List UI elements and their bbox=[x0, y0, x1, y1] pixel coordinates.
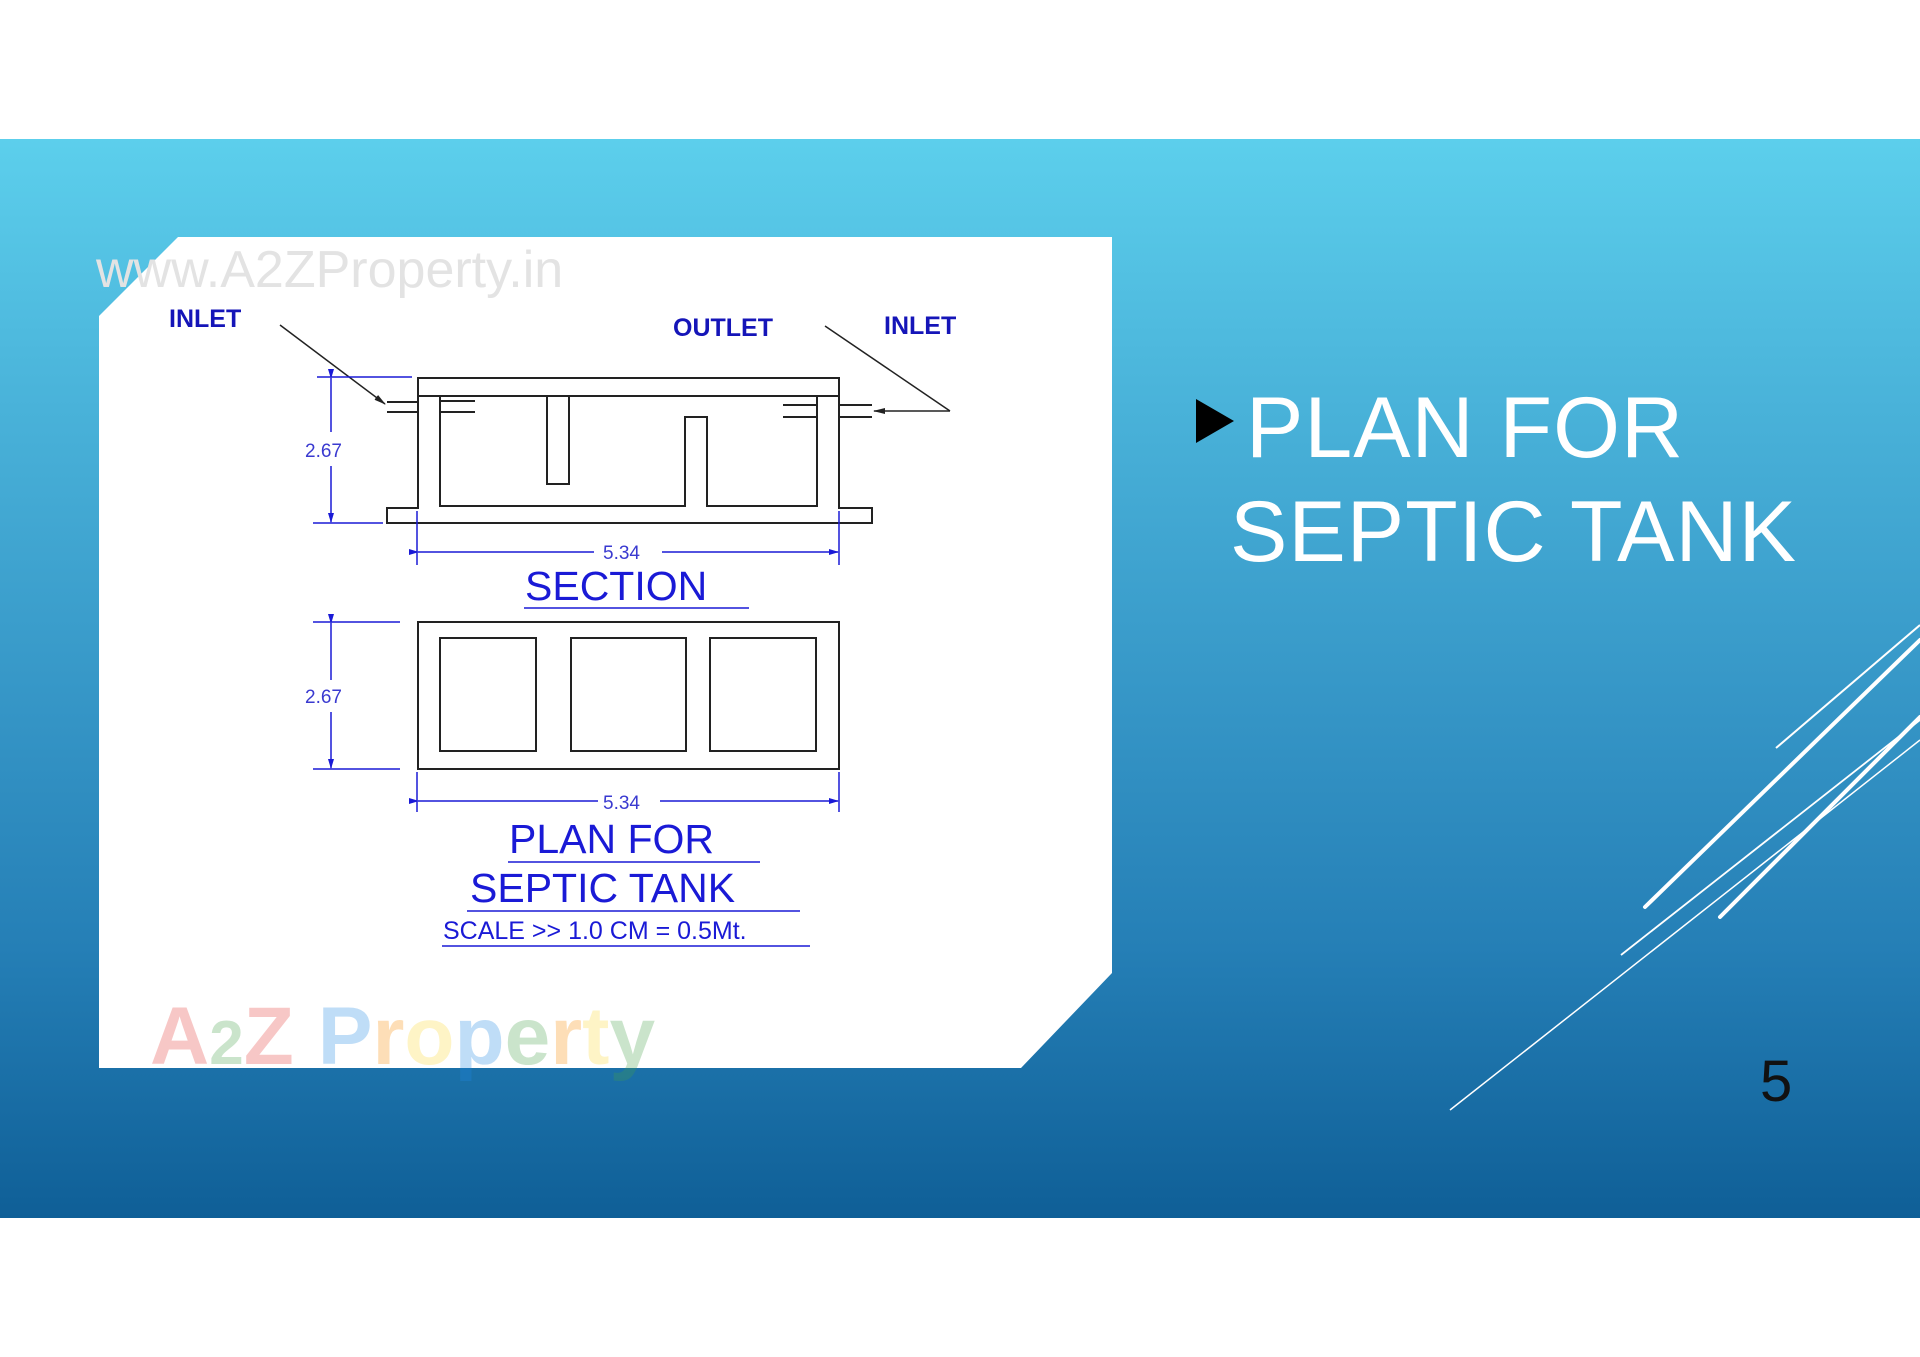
logo-letter: P bbox=[317, 991, 373, 1082]
plan-caption-line1: PLAN FOR bbox=[509, 816, 714, 862]
logo-letter: t bbox=[582, 991, 610, 1082]
slide-title: PLAN FOR SEPTIC TANK bbox=[1196, 376, 1836, 584]
section-height-dim: 2.67 bbox=[305, 441, 342, 462]
scale-note: SCALE >> 1.0 CM = 0.5Mt. bbox=[443, 917, 747, 945]
website-watermark: www.A2ZProperty.in bbox=[96, 241, 564, 299]
plan-height-dim: 2.67 bbox=[305, 687, 342, 708]
plan-caption-line2: SEPTIC TANK bbox=[470, 865, 735, 911]
logo-letter: y bbox=[609, 991, 656, 1082]
title-line-1: PLAN FOR bbox=[1246, 380, 1685, 476]
logo-letter: Z bbox=[243, 991, 294, 1082]
drawing-card bbox=[99, 237, 1112, 1068]
triangle-bullet-icon bbox=[1196, 399, 1234, 443]
section-caption: SECTION bbox=[525, 563, 707, 609]
logo-letter: A bbox=[150, 991, 210, 1082]
outlet-label: OUTLET bbox=[673, 314, 773, 342]
inlet-right-label: INLET bbox=[884, 312, 956, 340]
title-line-2: SEPTIC TANK bbox=[1230, 484, 1797, 580]
slide-number: 5 bbox=[1760, 1049, 1793, 1114]
logo-letter: r bbox=[550, 991, 583, 1082]
inlet-left-label: INLET bbox=[169, 305, 241, 333]
logo-letter: o bbox=[404, 991, 455, 1082]
logo-letter: 2 bbox=[209, 1009, 244, 1078]
logo-letter: e bbox=[504, 991, 551, 1082]
section-width-dim: 5.34 bbox=[603, 543, 640, 564]
logo-letter: r bbox=[372, 991, 405, 1082]
plan-width-dim: 5.34 bbox=[603, 793, 640, 814]
logo-letter: p bbox=[454, 991, 505, 1082]
